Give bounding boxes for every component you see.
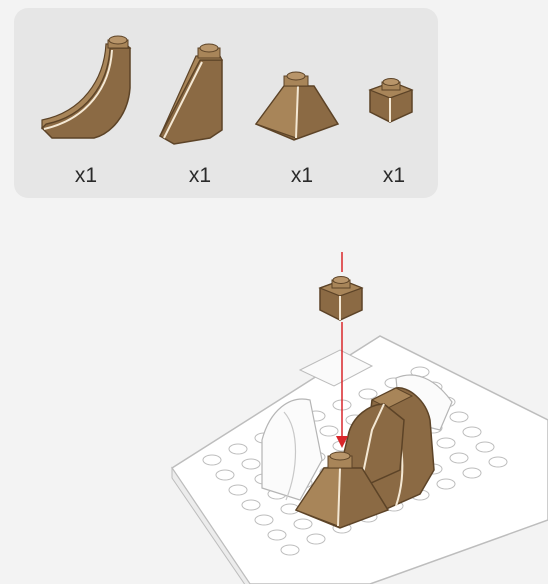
stud <box>281 545 299 555</box>
stud <box>203 455 221 465</box>
stud <box>268 530 286 540</box>
stud <box>359 389 377 399</box>
stud <box>242 500 260 510</box>
stud <box>307 534 325 544</box>
stud <box>242 459 260 469</box>
falling-1x1-brick <box>320 277 362 321</box>
stud <box>489 457 507 467</box>
stud <box>437 479 455 489</box>
stud <box>437 438 455 448</box>
stud <box>294 519 312 529</box>
stud <box>216 470 234 480</box>
stud <box>476 442 494 452</box>
stud <box>229 485 247 495</box>
stud <box>463 468 481 478</box>
stud <box>463 427 481 437</box>
stud <box>229 444 247 454</box>
stud <box>450 453 468 463</box>
stud <box>320 426 338 436</box>
stud <box>255 515 273 525</box>
stud <box>450 412 468 422</box>
